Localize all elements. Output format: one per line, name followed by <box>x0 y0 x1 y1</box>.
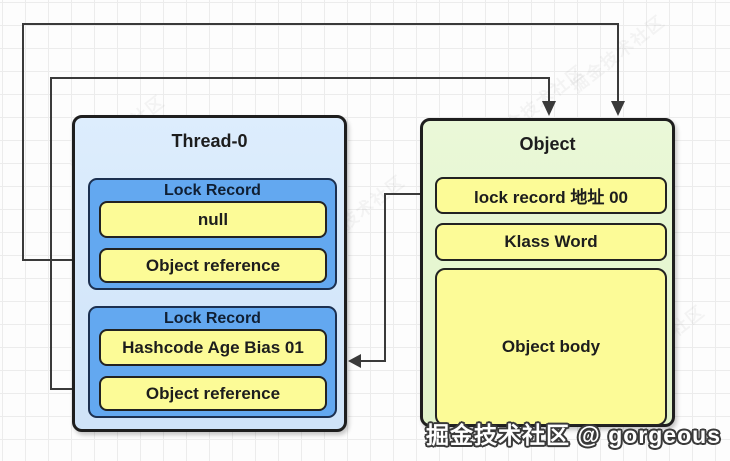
arrowhead-down-left <box>542 101 556 116</box>
object-field-klass-word: Klass Word <box>435 223 667 261</box>
background-watermark: 掘金技术社区 <box>567 11 669 97</box>
lock-record-2-field-markword: Hashcode Age Bias 01 <box>99 329 327 366</box>
lock-record-1-field-null: null <box>99 201 327 238</box>
object-box-title: Object <box>519 134 576 154</box>
lock-record-2: Lock Record Hashcode Age Bias 01 Object … <box>88 306 337 418</box>
lock-record-1-field-object-reference: Object reference <box>99 248 327 283</box>
lock-record-2-field-object-reference: Object reference <box>99 376 327 411</box>
object-field-lock-record-address: lock record 地址 00 <box>435 177 667 214</box>
arrowhead-left <box>348 354 361 368</box>
arrowhead-down-right <box>611 101 625 116</box>
lock-record-1-title: Lock Record <box>164 182 261 199</box>
object-field-object-body: Object body <box>435 268 667 426</box>
object-box: Object lock record 地址 00 Klass Word Obje… <box>420 118 675 427</box>
thread-box-title: Thread-0 <box>171 131 248 151</box>
site-watermark: 掘金技术社区 @ gorgeous <box>426 422 721 448</box>
thread-box: Thread-0 Lock Record null Object referen… <box>72 115 347 432</box>
lock-record-2-title: Lock Record <box>164 310 261 327</box>
lock-record-1: Lock Record null Object reference <box>88 178 337 290</box>
